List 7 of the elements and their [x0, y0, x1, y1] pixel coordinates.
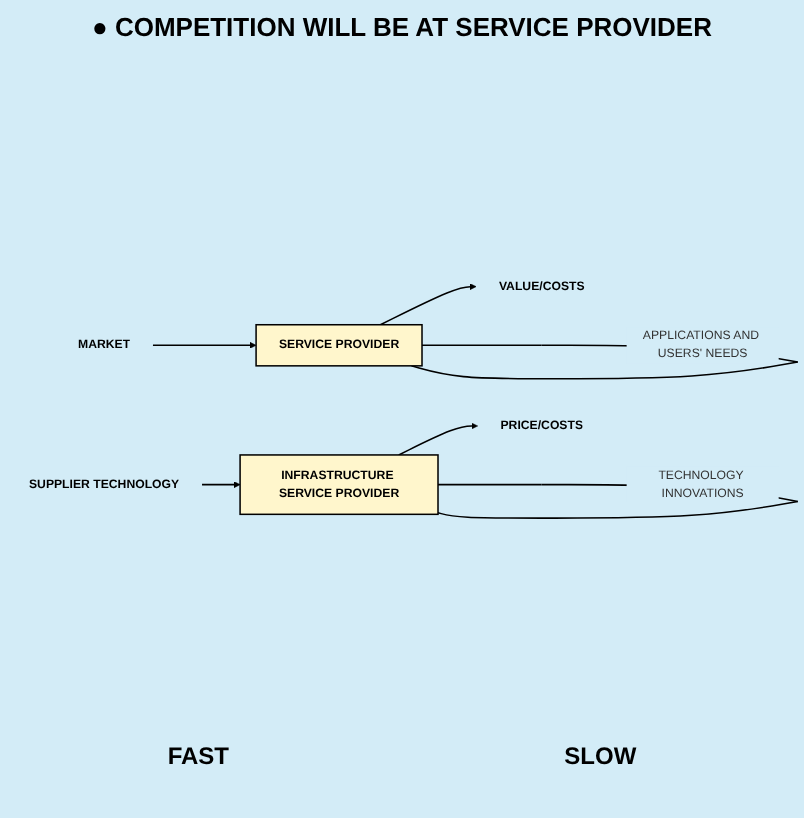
arrow — [152, 341, 257, 349]
arrow — [398, 422, 478, 456]
diagram-title: ● COMPETITION WILL BE AT SERVICE PROVIDER — [89, 10, 714, 42]
arrow — [201, 481, 241, 488]
arrow — [379, 283, 477, 326]
speed-label: FAST — [167, 742, 229, 770]
speed-label: SLOW — [564, 742, 637, 770]
